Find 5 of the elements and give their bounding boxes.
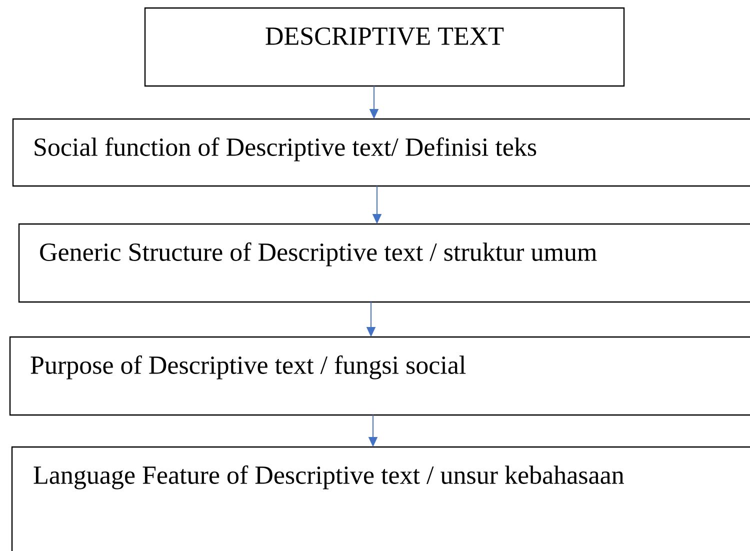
text-box: Generic Structure of Descriptive text / struktur umum: [18, 223, 750, 303]
text-box: Social function of Descriptive text/ Definisi teks: [12, 118, 750, 187]
text-box: DESCRIPTIVE TEXT: [144, 7, 625, 87]
text-box: Purpose of Descriptive text / fungsi social: [9, 336, 750, 416]
text-box: Language Feature of Descriptive text / unsur kebahasaan: [11, 446, 750, 551]
